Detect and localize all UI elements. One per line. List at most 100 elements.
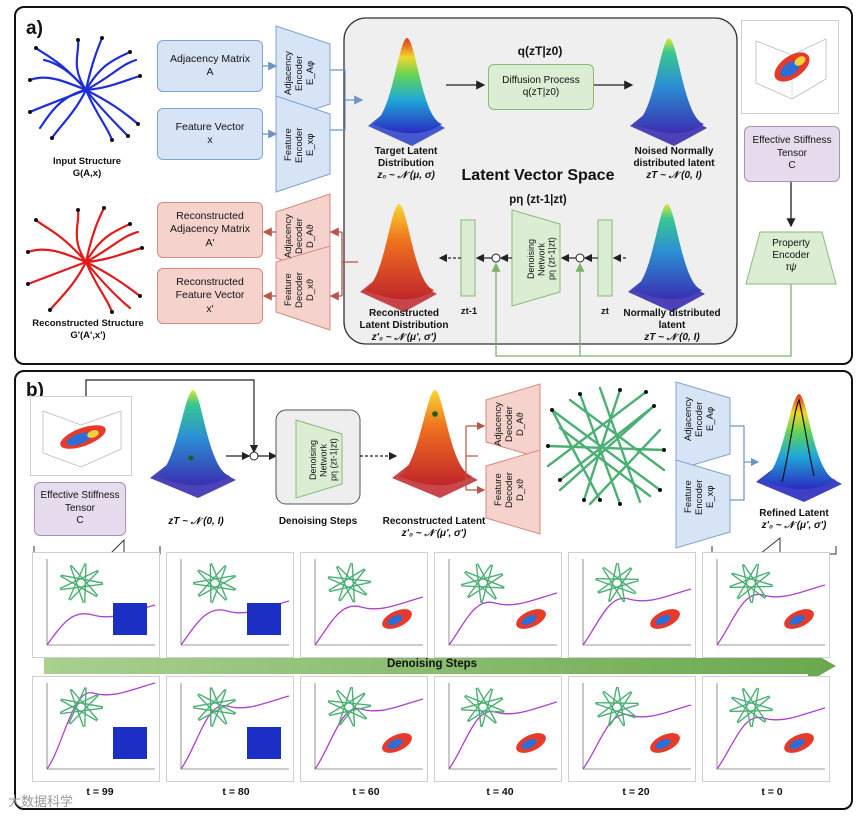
mini-lattice [327,562,372,603]
stress-strain-curve [46,682,156,770]
reconstructed-feature-line1: Reconstructed [176,276,244,289]
plot-axes [582,559,691,646]
adjacency-encoder-line3: E_Aφ [304,60,316,86]
mini-lattice [192,563,237,604]
reconstructed-structure-title: Reconstructed Structure [32,318,144,329]
property-encoder-line3: τψ [785,262,797,273]
input-structure-graphic [28,36,142,142]
denoising-network-shape [511,209,561,307]
normal-latent-formula: zT ~ 𝒩 (0, I) [644,332,700,343]
adjacency-encoder-b-line2: Encoder [693,401,705,437]
feature-decoder-shape-b [485,449,541,535]
denoising-network-b-line2: Network [318,443,329,477]
mini-lattice [59,563,104,604]
feature-vector-symbol: x [207,134,213,146]
refined-latent-caption: Refined Latent z'₀ ~ 𝒩 (μ', σ') [742,508,846,532]
feature-encoder-b-line2: Encoder [693,479,705,515]
adjacency-matrix-box: Adjacency Matrix A [157,40,263,92]
target-latent-line2: Distribution [377,158,435,169]
timestep-label: t = 80 [222,786,250,798]
panel-b-graphics [33,379,842,682]
property-encoder-line1: Property [772,238,810,249]
latent-space-title: Latent Vector Space [461,167,615,184]
refined-latent-line1: Refined Latent [759,508,829,519]
stiffness-plot-thumbnail-b [30,396,132,476]
stress-strain-thumbnail [32,552,160,658]
feature-decoder-line3: D_xϑ [304,278,316,302]
plot-axes [582,683,691,770]
denoising-arrow-label: Denoising Steps [386,658,478,670]
feature-decoder-b-line2: Decoder [503,472,515,508]
stress-strain-curve [314,596,424,646]
feature-encoder-shape [275,95,331,193]
panel-b-letter: b) [26,380,44,401]
diffusion-process-box: Diffusion Process q(zT|z0) [488,64,594,110]
stress-strain-thumbnail [166,676,294,782]
reconstructed-latent-b-line2: z'₀ ~ 𝒩 (μ', σ') [401,528,467,539]
stress-strain-plot [314,559,424,646]
adjacency-decoder-b-line1: Adjacency [493,402,504,446]
stress-strain-thumbnail [300,552,428,658]
reconstructed-feature-box: Reconstructed Feature Vector x' [157,268,263,324]
lattice-nodes [546,388,666,506]
adjacency-decoder-line1: Adjacency [283,214,294,258]
plot-axes [314,683,423,770]
adjacency-encoder-line2: Encoder [293,55,305,91]
noised-latent-caption: Noised Normally distributed latent zT ~ … [616,146,732,182]
property-encoder-line2: Encoder [772,250,810,261]
stress-strain-plot [180,559,290,646]
stiffness-a-line1: Effective Stiffness [752,135,832,147]
watermark: 大数据科学 [8,794,74,809]
feature-encoder-label: Feature Encoder E_xφ [283,112,317,178]
diffusion-process-formula: q(zT|z0) [522,87,560,98]
feature-decoder-line2: Decoder [293,272,305,308]
feature-encoder-shape-b [675,459,731,549]
feature-vector-label: Feature Vector [175,120,245,133]
stress-strain-curve [582,588,692,646]
adjacency-matrix-symbol: A [206,66,214,78]
stress-strain-thumbnail [300,676,428,782]
stress-strain-plot [582,683,692,770]
stiffness-tensor-box-b: Effective Stiffness Tensor C [34,482,126,536]
diffusion-process-label: Diffusion Process [502,74,580,86]
stiffness-surface [650,609,680,629]
target-latent-caption: Target Latent Distribution z₀ ~ 𝒩 (μ, σ) [350,146,462,182]
adjacency-encoder-shape-b [675,381,731,471]
mini-lattice [595,562,640,603]
normal-latent-line2: latent [658,320,686,331]
reconstructed-structure-formula: G'(A',x') [70,330,106,341]
denoising-steps-caption: Denoising Steps [278,516,358,527]
reconstructed-adjacency-symbol: A' [205,236,215,249]
denoising-network-b-line3: pη (zt-1|zt) [328,438,339,482]
stiffness-surface [247,603,281,635]
stress-strain-thumbnail [568,676,696,782]
adjacency-matrix-label: Adjacency Matrix [170,52,250,65]
reconstructed-structure-nodes [26,206,144,314]
reconstructed-adjacency-line1: Reconstructed [176,210,244,223]
z-t-label: zt [601,306,609,317]
adjacency-decoder-line3: D_Aϑ [304,224,316,248]
reconstructed-latent-caption-b: Reconstructed Latent z'₀ ~ 𝒩 (μ', σ') [364,516,504,540]
noised-latent-line1: Noised Normally [634,146,714,157]
forward-process-title: q(zT|z0) [517,44,563,58]
reconstructed-feature-line2: Feature Vector [175,289,245,302]
feature-decoder-b-line1: Feature [493,473,504,507]
stiffness-surface [784,609,814,629]
stress-strain-thumbnail [32,676,160,782]
stiffness-b-line2: Tensor [64,502,95,514]
timestep-label: t = 20 [622,786,650,798]
stress-strain-plot [46,559,156,646]
stiffness-a-line2: Tensor [776,147,807,159]
feature-encoder-line1: Feature [283,128,294,162]
mini-lattice [460,563,505,604]
plot-axes [716,683,825,770]
timestep-label: t = 40 [486,786,514,798]
adjacency-decoder-label-b: Adjacency Decoder D_Aϑ [493,392,527,456]
feature-decoder-line1: Feature [283,273,294,307]
adjacency-encoder-b-line3: E_Aφ [704,406,716,432]
panel-a-letter: a) [26,18,43,39]
stress-strain-plot [582,559,692,646]
stiffness-surface [516,733,546,753]
stress-strain-thumbnail [568,552,696,658]
adjacency-encoder-b-line1: Adjacency [683,397,694,441]
